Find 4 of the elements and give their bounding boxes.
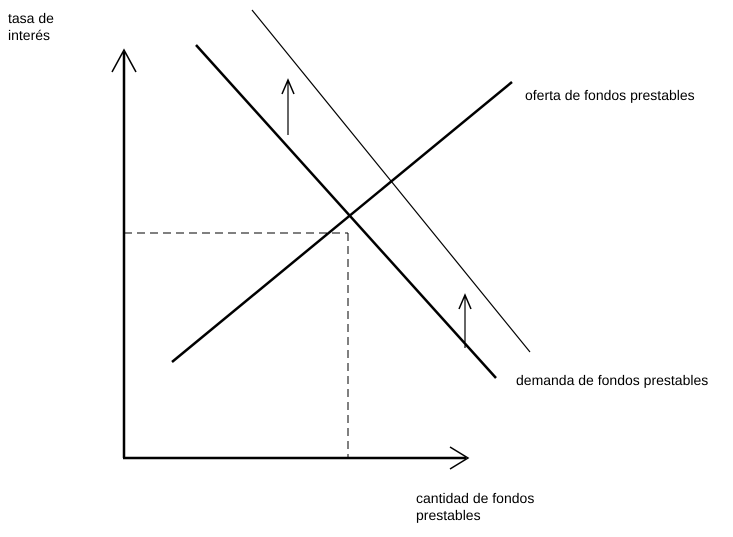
axis-title: tasa de interés [8, 10, 55, 44]
curve-label: demanda de fondos prestables [516, 372, 708, 389]
axis-title: cantidad de fondos prestables [416, 490, 536, 524]
curve-label: oferta de fondos prestables [525, 87, 695, 104]
